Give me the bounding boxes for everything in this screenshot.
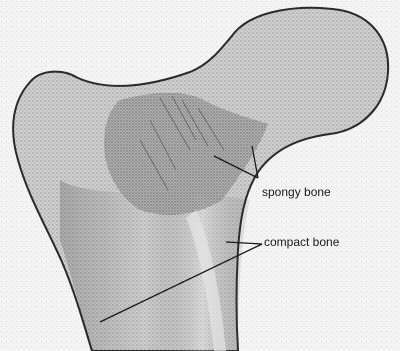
- compact-bone-label: compact bone: [264, 235, 340, 249]
- spongy-bone-label: spongy bone: [262, 185, 331, 199]
